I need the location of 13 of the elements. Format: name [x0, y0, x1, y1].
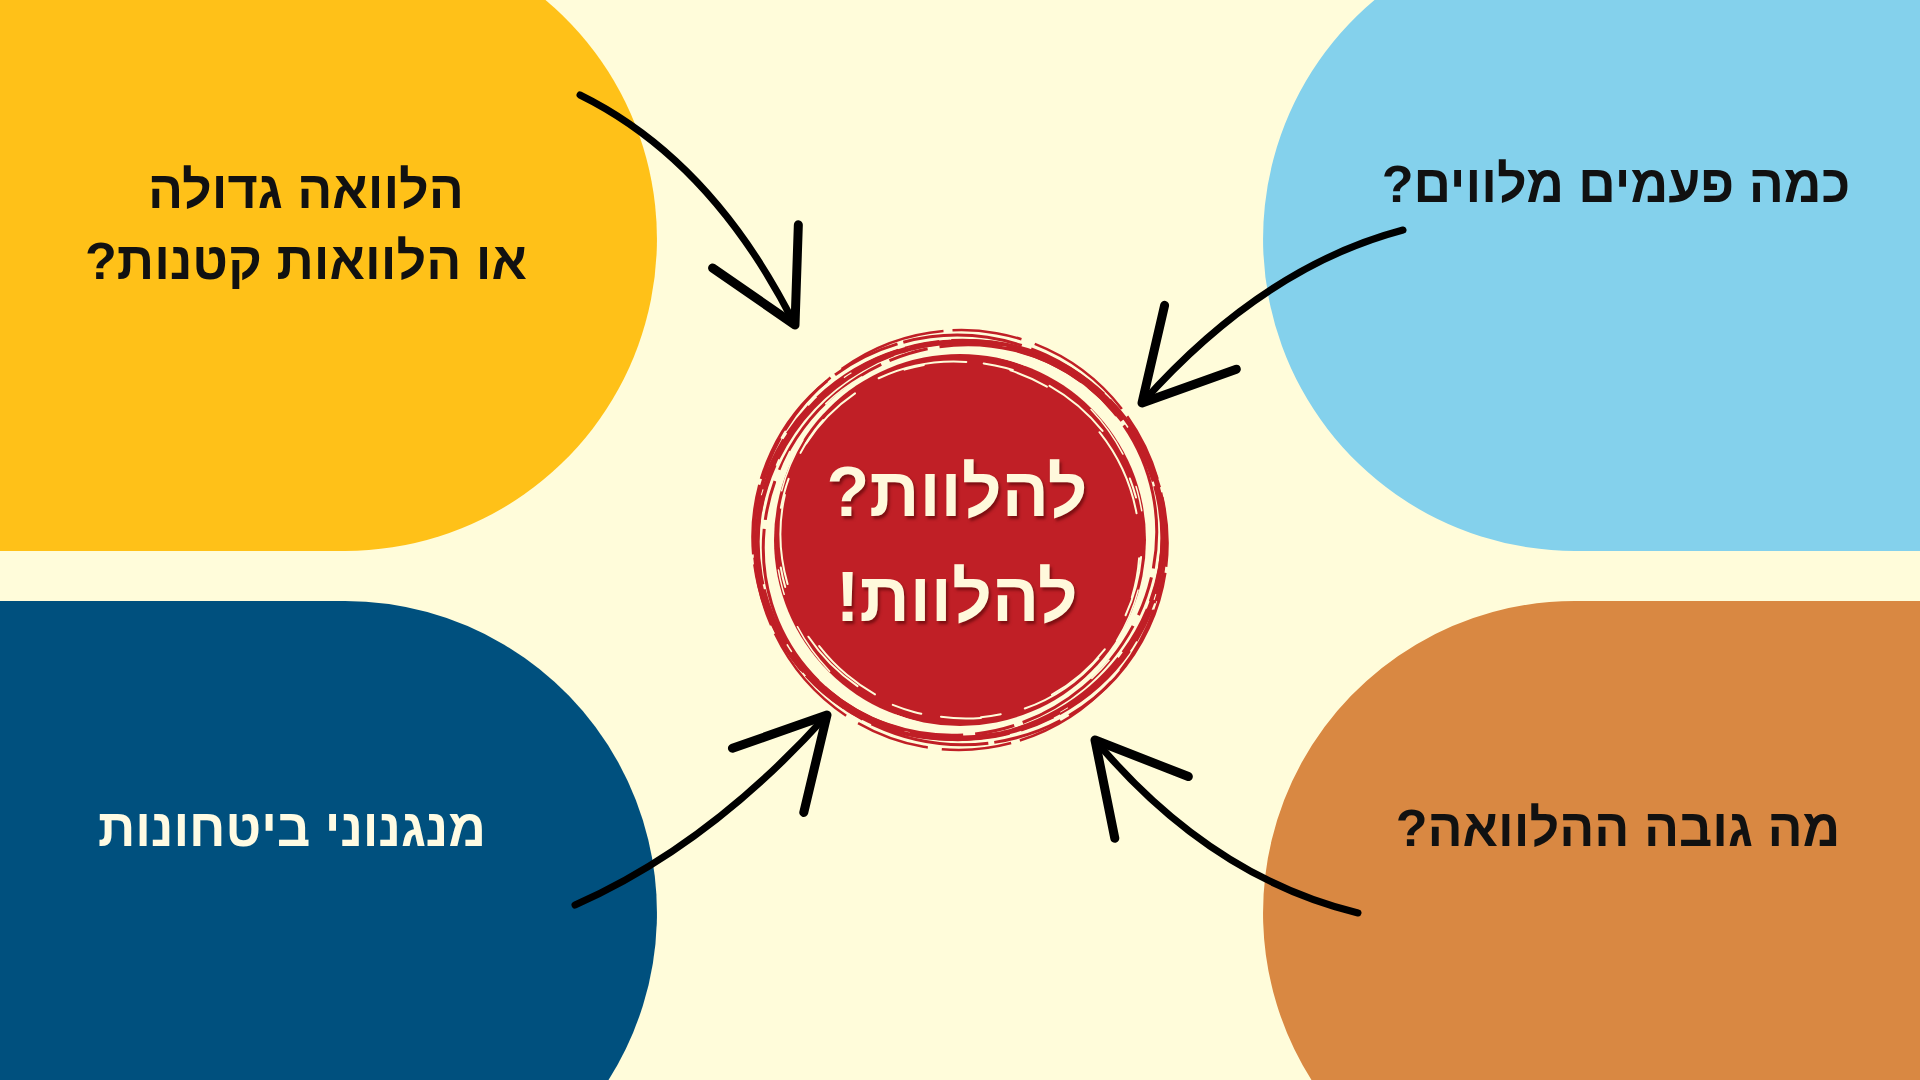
rounded-panel [0, 601, 657, 1080]
heading-text: מה גובה ההלוואה? [1395, 797, 1841, 859]
heading-text: הלוואה גדולה או הלוואות קטנות? [85, 160, 527, 292]
curved-arrow [571, 710, 832, 909]
center-title: להלוות? להלוות! [826, 452, 1088, 638]
curved-arrow [576, 91, 801, 330]
rounded-panel [1263, 0, 1920, 551]
rounded-panel [1263, 601, 1920, 1080]
curved-arrow [1137, 226, 1407, 408]
rounded-panel [0, 0, 657, 551]
curved-arrow [1090, 735, 1362, 917]
heading-text: מנגנוני ביטחונות [98, 797, 486, 859]
heading-text: כמה פעמים מלווים? [1381, 153, 1851, 215]
